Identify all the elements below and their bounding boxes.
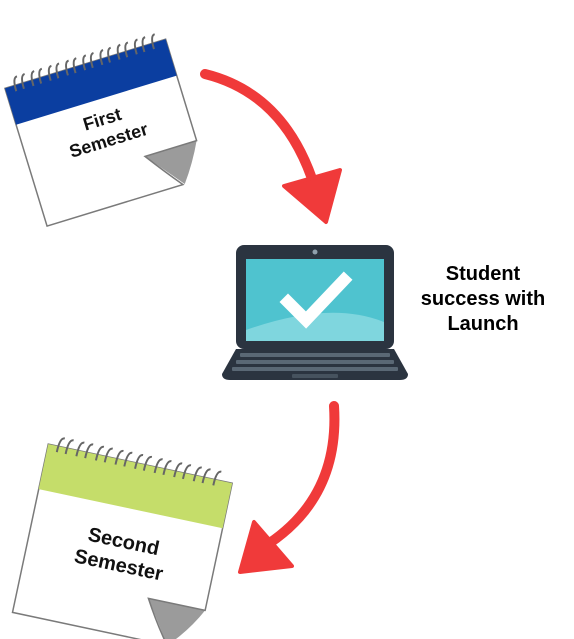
binder-rings [13,33,156,92]
laptop-caption: Student success with Launch [402,262,564,337]
screen-shine [246,312,384,341]
laptop-icon [222,245,408,380]
first-semester-calendar: First Semester [4,33,198,228]
curved-arrow-icon [200,69,342,224]
checkmark-icon [279,271,353,329]
laptop-camera [312,249,318,255]
page-curl-shadow [148,598,206,639]
calendar-header [4,39,177,125]
page-curl-shadow [144,140,197,184]
laptop-keyboard [232,353,398,371]
second-semester-calendar: Second Semester [11,437,234,639]
laptop-trackpad [292,374,338,378]
curved-arrow-icon [238,401,340,574]
binder-rings [55,437,222,486]
calendar-header [38,444,233,529]
caption-line2: success with [420,288,546,310]
caption-line3: Launch [447,313,519,335]
caption-line1: Student [445,263,521,285]
